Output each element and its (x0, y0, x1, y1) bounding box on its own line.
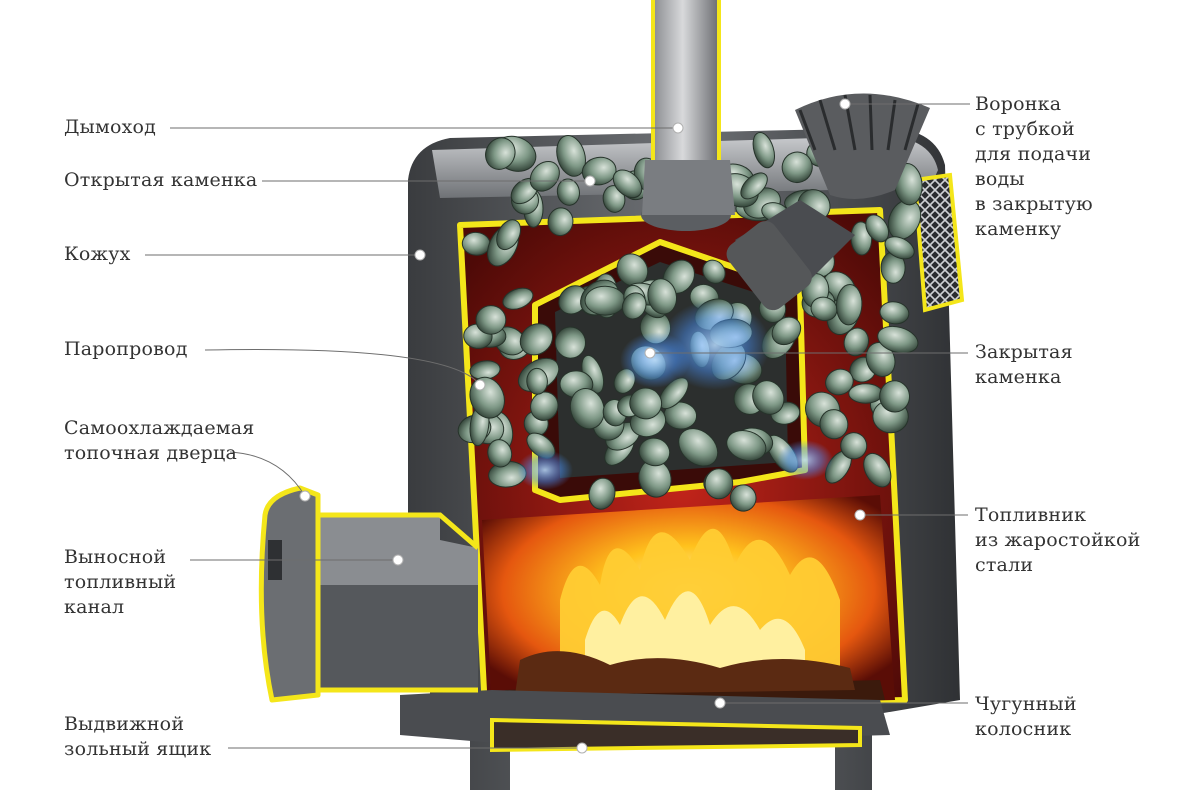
leader-endpoints (299, 98, 866, 754)
leader-steam-pipe-dot (474, 379, 486, 391)
stone (602, 185, 626, 213)
heater-stones (457, 131, 923, 512)
stone (496, 219, 522, 251)
chimney-pipe (641, 0, 735, 231)
water-funnel (726, 93, 930, 311)
stone (752, 380, 785, 415)
stone (584, 285, 626, 316)
leader-funnel-dot (839, 98, 851, 110)
fire-door (258, 485, 321, 703)
label-ash-box: Выдвижной зольный ящик (64, 713, 212, 760)
stone (729, 484, 757, 512)
stone (588, 477, 616, 510)
steam-flow (517, 300, 833, 490)
stone (879, 380, 911, 413)
stone (819, 409, 849, 440)
stone (877, 325, 919, 354)
stone (884, 236, 915, 260)
stone (556, 135, 586, 177)
leader-steam-pipe (204, 348, 481, 386)
leader-grate-dot (714, 697, 726, 709)
stone (475, 305, 507, 335)
stone (702, 259, 726, 284)
label-fuel-channel: Выносной топливный канал (64, 546, 177, 618)
stone (726, 429, 767, 462)
stone (678, 428, 719, 467)
fire-flames (495, 528, 885, 708)
leader-chimney-dot (672, 122, 684, 134)
stone (848, 383, 884, 404)
leader-door (229, 451, 306, 497)
stone (865, 342, 896, 377)
leader-open-heater-dot (584, 175, 596, 187)
stone (647, 278, 678, 315)
stone (529, 160, 560, 192)
stone (865, 214, 890, 243)
leader-lines (145, 103, 970, 749)
leader-firebox-dot (854, 509, 866, 521)
label-door: Самоохлаждаемая топочная дверца (64, 417, 255, 464)
label-grate: Чугунный колосник (975, 693, 1077, 740)
stone (502, 287, 534, 310)
stone (863, 452, 892, 488)
stone (519, 323, 554, 356)
stone (740, 172, 768, 200)
stone (485, 137, 516, 170)
label-steam-pipe: Паропровод (64, 338, 188, 360)
leader-closed-heater-dot (644, 347, 656, 359)
stone (556, 178, 580, 206)
leader-ash-box-dot (576, 742, 588, 754)
stone (835, 284, 863, 326)
stone (558, 285, 588, 315)
stone (638, 437, 671, 467)
label-chimney: Дымоход (64, 116, 157, 138)
label-funnel: Воронка с трубкой для подачи воды в закр… (975, 93, 1093, 240)
label-closed-heater: Закрытая каменка (975, 341, 1073, 388)
stone (530, 391, 559, 421)
stone (879, 301, 910, 325)
stone (704, 468, 734, 500)
stone (526, 367, 548, 395)
label-open-heater: Открытая каменка (64, 169, 258, 191)
stone (612, 169, 643, 199)
stone (810, 296, 838, 322)
stone (487, 439, 513, 468)
label-casing: Кожух (64, 243, 131, 265)
stone (843, 327, 870, 357)
stone (547, 207, 574, 237)
label-firebox: Топливник из жаростойкой стали (975, 504, 1141, 576)
leader-door-dot (299, 490, 311, 502)
stone (621, 292, 647, 320)
fuel-channel (300, 512, 480, 693)
stone (569, 388, 605, 430)
stone (781, 151, 813, 184)
leader-casing-dot (414, 249, 426, 261)
stone (554, 326, 587, 359)
leader-fuel-channel-dot (392, 554, 404, 566)
ash-box (400, 690, 890, 753)
stone (825, 368, 854, 396)
stone (752, 131, 775, 169)
stone (840, 432, 868, 460)
stone (629, 387, 663, 420)
